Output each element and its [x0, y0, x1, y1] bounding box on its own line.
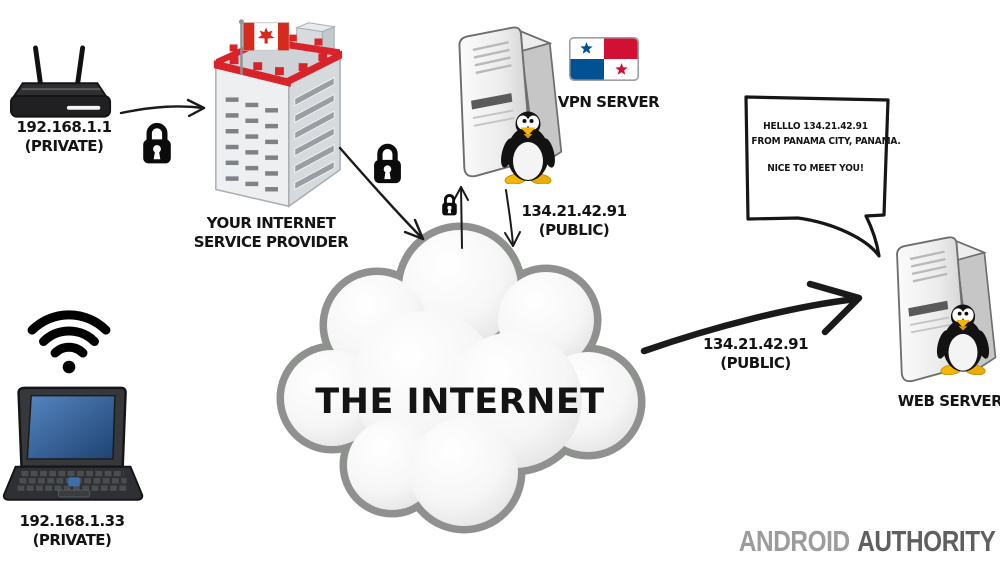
vpn-scope: (PUBLIC) [538, 220, 610, 239]
bubble-line-1: HELLLO 134.21.42.91 [763, 121, 868, 132]
laptop-icon [2, 386, 144, 501]
watermark-word-authority: AUTHORITY [857, 526, 997, 558]
padlock-icon [374, 143, 401, 184]
laptop-ip: 192.168.1.33 [19, 512, 125, 530]
vpn-ip-label: 134.21.42.91 (PUBLIC) [518, 202, 630, 240]
padlock-icon [442, 194, 457, 216]
laptop-label: 192.168.1.33 (PRIVATE) [12, 512, 132, 550]
arrow-cloud-to-webserver [640, 280, 863, 355]
arrow-isp-to-cloud [338, 146, 425, 241]
router-label: 192.168.1.1 (PRIVATE) [6, 118, 122, 156]
cloud-icon [276, 222, 646, 534]
office-building-icon [213, 19, 343, 208]
speech-bubble-text: HELLLO 134.21.42.91 FROM PANAMA CITY, PA… [751, 120, 901, 177]
isp-label-line1: YOUR INTERNET [206, 214, 336, 232]
building-balconies [294, 76, 335, 191]
panama-flag-icon [569, 37, 639, 81]
router-scope: (PRIVATE) [24, 136, 104, 155]
speech-bubble [744, 95, 890, 258]
public-route-label: 134.21.42.91 (PUBLIC) [698, 335, 813, 373]
route-scope: (PUBLIC) [720, 353, 791, 372]
bubble-line-2: FROM PANAMA CITY, PANAMA. [751, 135, 901, 147]
isp-label-line2: SERVICE PROVIDER [193, 232, 349, 251]
vpn-ip: 134.21.42.91 [521, 202, 627, 220]
laptop-scope: (PRIVATE) [32, 530, 112, 549]
internet-label: THE INTERNET [315, 382, 605, 422]
arrow-router-to-isp [119, 98, 206, 118]
arrow-vpn-to-cloud [504, 189, 521, 247]
wifi-icon [27, 310, 111, 374]
route-ip: 134.21.42.91 [702, 335, 809, 353]
tux-penguin-icon [936, 304, 990, 375]
padlock-icon [143, 122, 171, 164]
tux-penguin-icon [501, 111, 555, 184]
web-server-label: WEB SERVER [897, 392, 1000, 410]
arrow-cloud-to-vpn [453, 186, 469, 249]
router-icon [9, 45, 112, 118]
bubble-line-3: NICE TO MEET YOU! [767, 163, 864, 175]
vpn-server-label: VPN SERVER [557, 93, 660, 111]
isp-label: YOUR INTERNET SERVICE PROVIDER [186, 214, 356, 252]
router-ip: 192.168.1.1 [16, 118, 112, 136]
canada-flag-icon [242, 22, 290, 51]
building-windows [225, 97, 278, 192]
watermark-word-android: ANDROID [739, 526, 851, 558]
